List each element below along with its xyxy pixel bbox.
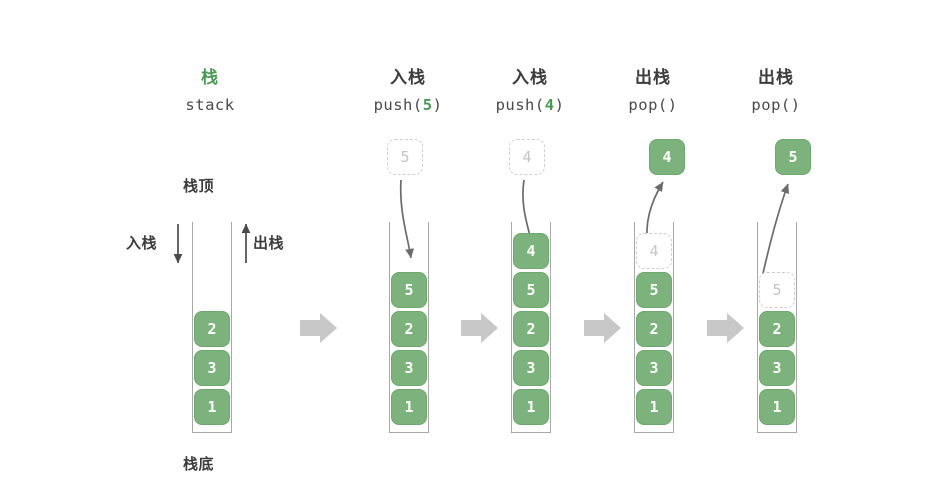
- step-title-pop-4: 出栈 pop(): [593, 66, 713, 116]
- popped-cell-floating: 4: [649, 139, 685, 175]
- step-title-code: pop(): [593, 94, 713, 116]
- ghost-cell-above: 4: [509, 139, 545, 175]
- stack-cell: 5: [636, 272, 672, 308]
- code-argument: 5: [422, 95, 433, 114]
- stack-tube-pop-5: [757, 222, 797, 433]
- code-prefix: pop(: [751, 95, 791, 114]
- stack-cell: 4: [513, 233, 549, 269]
- step-separator-arrow-1: [300, 313, 337, 343]
- step-title-cn: 出栈: [758, 68, 794, 87]
- step-title-code: push(4): [470, 94, 590, 116]
- stack-title-cn: 栈: [201, 68, 219, 87]
- stack-cell: 5: [513, 272, 549, 308]
- stack-cell: 3: [391, 350, 427, 386]
- step-title-code: pop(): [716, 94, 836, 116]
- ghost-cell-above: 5: [387, 139, 423, 175]
- popped-cell-floating: 5: [775, 139, 811, 175]
- code-prefix: push(: [495, 95, 545, 114]
- step-title-cn: 出栈: [635, 68, 671, 87]
- step-title-pop-5: 出栈 pop(): [716, 66, 836, 116]
- stack-tube-push-4: [511, 222, 551, 433]
- stack-cell: 2: [391, 311, 427, 347]
- stack-title-block: 栈 stack: [150, 66, 270, 116]
- stack-cell: 1: [636, 389, 672, 425]
- stack-cell: 3: [194, 350, 230, 386]
- stack-tube-push-5: [389, 222, 429, 433]
- step-title-push-4: 入栈 push(4): [470, 66, 590, 116]
- stack-title-en: stack: [185, 95, 235, 114]
- stack-cell: 5: [391, 272, 427, 308]
- code-suffix: ): [432, 95, 443, 114]
- stack-cell: 1: [391, 389, 427, 425]
- code-suffix: ): [554, 95, 565, 114]
- stack-cell: 1: [759, 389, 795, 425]
- stack-tube-initial: [192, 222, 232, 433]
- code-suffix: ): [667, 95, 678, 114]
- step-title-cn: 入栈: [390, 68, 426, 87]
- code-prefix: pop(: [628, 95, 668, 114]
- stack-cell: 2: [194, 311, 230, 347]
- stack-cell: 2: [759, 311, 795, 347]
- step-separator-arrow-3: [584, 313, 621, 343]
- code-prefix: push(: [373, 95, 423, 114]
- step-title-push-5: 入栈 push(5): [348, 66, 468, 116]
- step-title-cn: 入栈: [512, 68, 548, 87]
- stack-cell: 1: [513, 389, 549, 425]
- step-separator-arrow-2: [461, 313, 498, 343]
- step-title-code: push(5): [348, 94, 468, 116]
- stack-cell: 3: [636, 350, 672, 386]
- ghost-cell-in-tube: 5: [759, 272, 795, 308]
- step-separator-arrow-4: [707, 313, 744, 343]
- stack-cell: 3: [513, 350, 549, 386]
- ghost-cell-in-tube: 4: [636, 233, 672, 269]
- stack-tube-pop-4: [634, 222, 674, 433]
- stack-cell: 2: [513, 311, 549, 347]
- stack-bottom-label: 栈底: [183, 456, 215, 473]
- push-direction-label: 入栈: [126, 235, 158, 252]
- stack-cell: 2: [636, 311, 672, 347]
- stack-cell: 3: [759, 350, 795, 386]
- stack-top-label: 栈顶: [183, 178, 215, 195]
- pop-direction-label: 出栈: [253, 235, 285, 252]
- stack-cell: 1: [194, 389, 230, 425]
- code-argument: 4: [544, 95, 555, 114]
- code-suffix: ): [790, 95, 801, 114]
